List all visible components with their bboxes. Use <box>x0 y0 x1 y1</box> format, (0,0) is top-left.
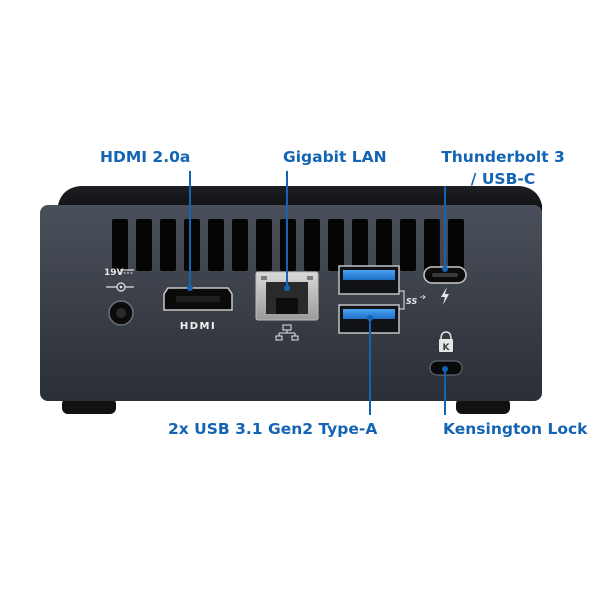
dc-power-jack <box>108 300 134 326</box>
lock-icon: K <box>439 331 453 353</box>
foot-left <box>62 398 116 414</box>
lock-letter: K <box>443 343 451 353</box>
thunderbolt-callout-dot <box>442 266 448 272</box>
kensington-label: Kensington Lock <box>443 420 588 438</box>
hdmi-callout-line <box>189 171 191 289</box>
foot-right <box>456 398 510 414</box>
thunderbolt-icon <box>441 287 449 305</box>
vent-grille <box>112 219 464 271</box>
thunderbolt-label-line2: / USB-C <box>470 170 536 188</box>
kensington-callout-dot <box>442 366 448 372</box>
usb-ss-logo: SS <box>406 297 417 306</box>
usb-ss-icon: SS <box>399 290 426 310</box>
ethernet-port <box>255 271 319 321</box>
hdmi-logo: HDMI <box>180 321 216 332</box>
usb-callout-dot <box>367 315 373 321</box>
kensington-callout-line <box>444 368 446 415</box>
power-rating-label: 19V <box>104 268 124 278</box>
power-jack-icon <box>106 269 134 292</box>
lan-icon <box>275 324 299 341</box>
lan-callout-dot <box>284 285 290 291</box>
thunderbolt-label-line1: Thunderbolt 3 <box>441 148 565 166</box>
thunderbolt-label: Thunderbolt 3 / USB-C <box>436 146 570 190</box>
hdmi-label: HDMI 2.0a <box>100 148 191 166</box>
hdmi-port <box>163 287 233 311</box>
hdmi-callout-dot <box>187 285 193 291</box>
thunderbolt-callout-line <box>444 186 446 270</box>
usb-callout-line <box>369 318 371 415</box>
lan-label: Gigabit LAN <box>283 148 387 166</box>
lan-callout-line <box>286 171 288 289</box>
usb-label: 2x USB 3.1 Gen2 Type-A <box>168 420 378 438</box>
usb-port-top <box>338 265 400 295</box>
